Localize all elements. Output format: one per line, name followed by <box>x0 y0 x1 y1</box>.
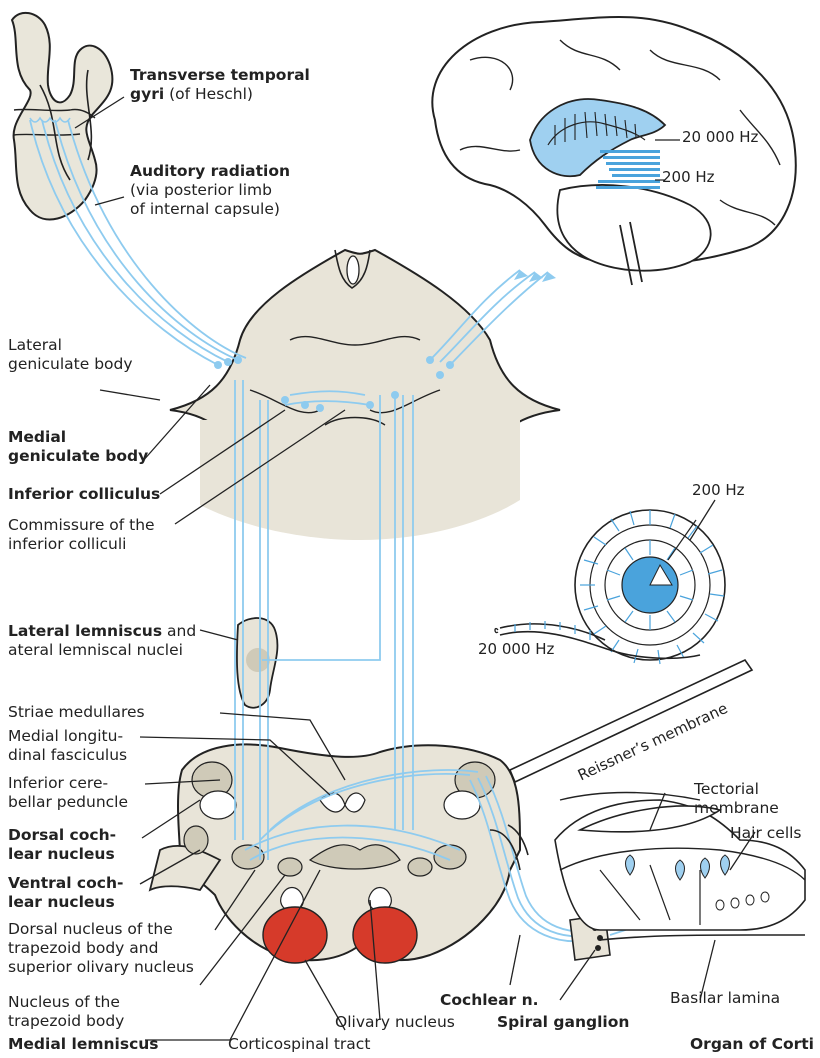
label-corticospinal-tract: Corticospinal tract <box>228 1035 370 1054</box>
label-medial-gen-2: geniculate body <box>8 447 148 466</box>
label-cochlea-200hz: 200 Hz <box>692 481 745 500</box>
label-tectorial-membrane: Tectorial membrane <box>694 780 779 818</box>
transverse-temporal-gyri <box>12 13 112 220</box>
label-inferior-cerebellar-peduncle: Inferior cere- bellar peduncle <box>8 774 128 812</box>
label-transverse-temporal: Transverse temporal <box>130 66 310 85</box>
fiber-arrows <box>514 270 556 282</box>
medulla-section <box>150 744 520 963</box>
label-commissure: Commissure of the inferior colliculi <box>8 516 155 554</box>
label-icp-1: Inferior cere- <box>8 774 128 793</box>
label-mlf-1: Medial longitu- <box>8 727 127 746</box>
label-tectorial-2: membrane <box>694 799 779 818</box>
label-dorsal-coch-2: lear nucleus <box>8 845 116 864</box>
label-olivary-nucleus: Olivary nucleus <box>335 1013 455 1032</box>
label-dorsal-trap-1: Dorsal nucleus of the <box>8 920 194 939</box>
label-of-heschl: (of Heschl) <box>164 85 253 103</box>
label-commissure-2: inferior colliculi <box>8 535 155 554</box>
label-dorsal-trap-2: trapezoid body and <box>8 939 194 958</box>
label-radiation-line2: (via posterior limb <box>130 181 290 200</box>
label-lateral-lemniscus-and: and <box>162 622 196 640</box>
label-nucleus-trap-1: Nucleus of the <box>8 993 124 1012</box>
label-dorsal-nucleus-trapezoid: Dorsal nucleus of the trapezoid body and… <box>8 920 194 977</box>
label-ventral-coch-2: lear nucleus <box>8 893 123 912</box>
label-inferior-colliculus: Inferior colliculus <box>8 485 160 504</box>
label-lateral-lemniscus-bold: Lateral lemniscus <box>8 622 162 640</box>
label-spiral-ganglion: Spiral ganglion <box>497 1013 629 1032</box>
label-striae-medullares: Striae medullares <box>8 703 145 722</box>
label-auditory-radiation: Auditory radiation (via posterior limb o… <box>130 162 290 219</box>
label-lateral-lemniscal-nuclei: ateral lemniscal nuclei <box>8 641 196 660</box>
corticospinal-tract-right <box>353 907 417 963</box>
label-medial-gen-1: Medial <box>8 428 148 447</box>
label-nucleus-trapezoid-body: Nucleus of the trapezoid body <box>8 993 124 1031</box>
label-organ-of-corti: Organ of Corti <box>690 1035 814 1054</box>
label-tectorial-1: Tectorial <box>694 780 779 799</box>
label-dorsal-cochlear-nucleus: Dorsal coch- lear nucleus <box>8 826 116 864</box>
label-medial-longitudinal-fasciculus: Medial longitu- dinal fasciculus <box>8 727 127 765</box>
label-gyri: gyri <box>130 85 164 103</box>
label-cortex-200hz: 200 Hz <box>662 168 715 187</box>
label-lateral-lemniscus: Lateral lemniscus and ateral lemniscal n… <box>8 622 196 660</box>
label-icp-2: bellar peduncle <box>8 793 128 812</box>
label-dorsal-coch-1: Dorsal coch- <box>8 826 116 845</box>
label-cortex-20000hz: 20 000 Hz <box>682 128 758 147</box>
label-lateral-geniculate-body: Lateral geniculate body <box>8 336 133 374</box>
corticospinal-tract-left <box>263 907 327 963</box>
label-ventral-cochlear-nucleus: Ventral coch- lear nucleus <box>8 874 123 912</box>
label-mlf-2: dinal fasciculus <box>8 746 127 765</box>
label-lateral-gen-2: geniculate body <box>8 355 133 374</box>
label-dorsal-trap-3: superior olivary nucleus <box>8 958 194 977</box>
label-commissure-1: Commissure of the <box>8 516 155 535</box>
label-radiation-line3: of internal capsule) <box>130 200 290 219</box>
label-transverse-temporal-gyri: Transverse temporal gyri (of Heschl) <box>130 66 310 104</box>
label-lateral-gen-1: Lateral <box>8 336 133 355</box>
label-medial-lemniscus: Medial lemniscus <box>8 1035 159 1054</box>
label-auditory-radiation-title: Auditory radiation <box>130 162 290 181</box>
brain-illustration <box>432 17 795 285</box>
label-cochlea-20000hz: 20 000 Hz <box>478 640 554 659</box>
label-hair-cells: Hair cells <box>730 824 802 843</box>
label-basilar-lamina: Basilar lamina <box>670 989 780 1008</box>
label-nucleus-trap-2: trapezoid body <box>8 1012 124 1031</box>
label-medial-geniculate-body: Medial geniculate body <box>8 428 148 466</box>
label-cochlear-nerve: Cochlear n. <box>440 991 539 1010</box>
label-ventral-coch-1: Ventral coch- <box>8 874 123 893</box>
